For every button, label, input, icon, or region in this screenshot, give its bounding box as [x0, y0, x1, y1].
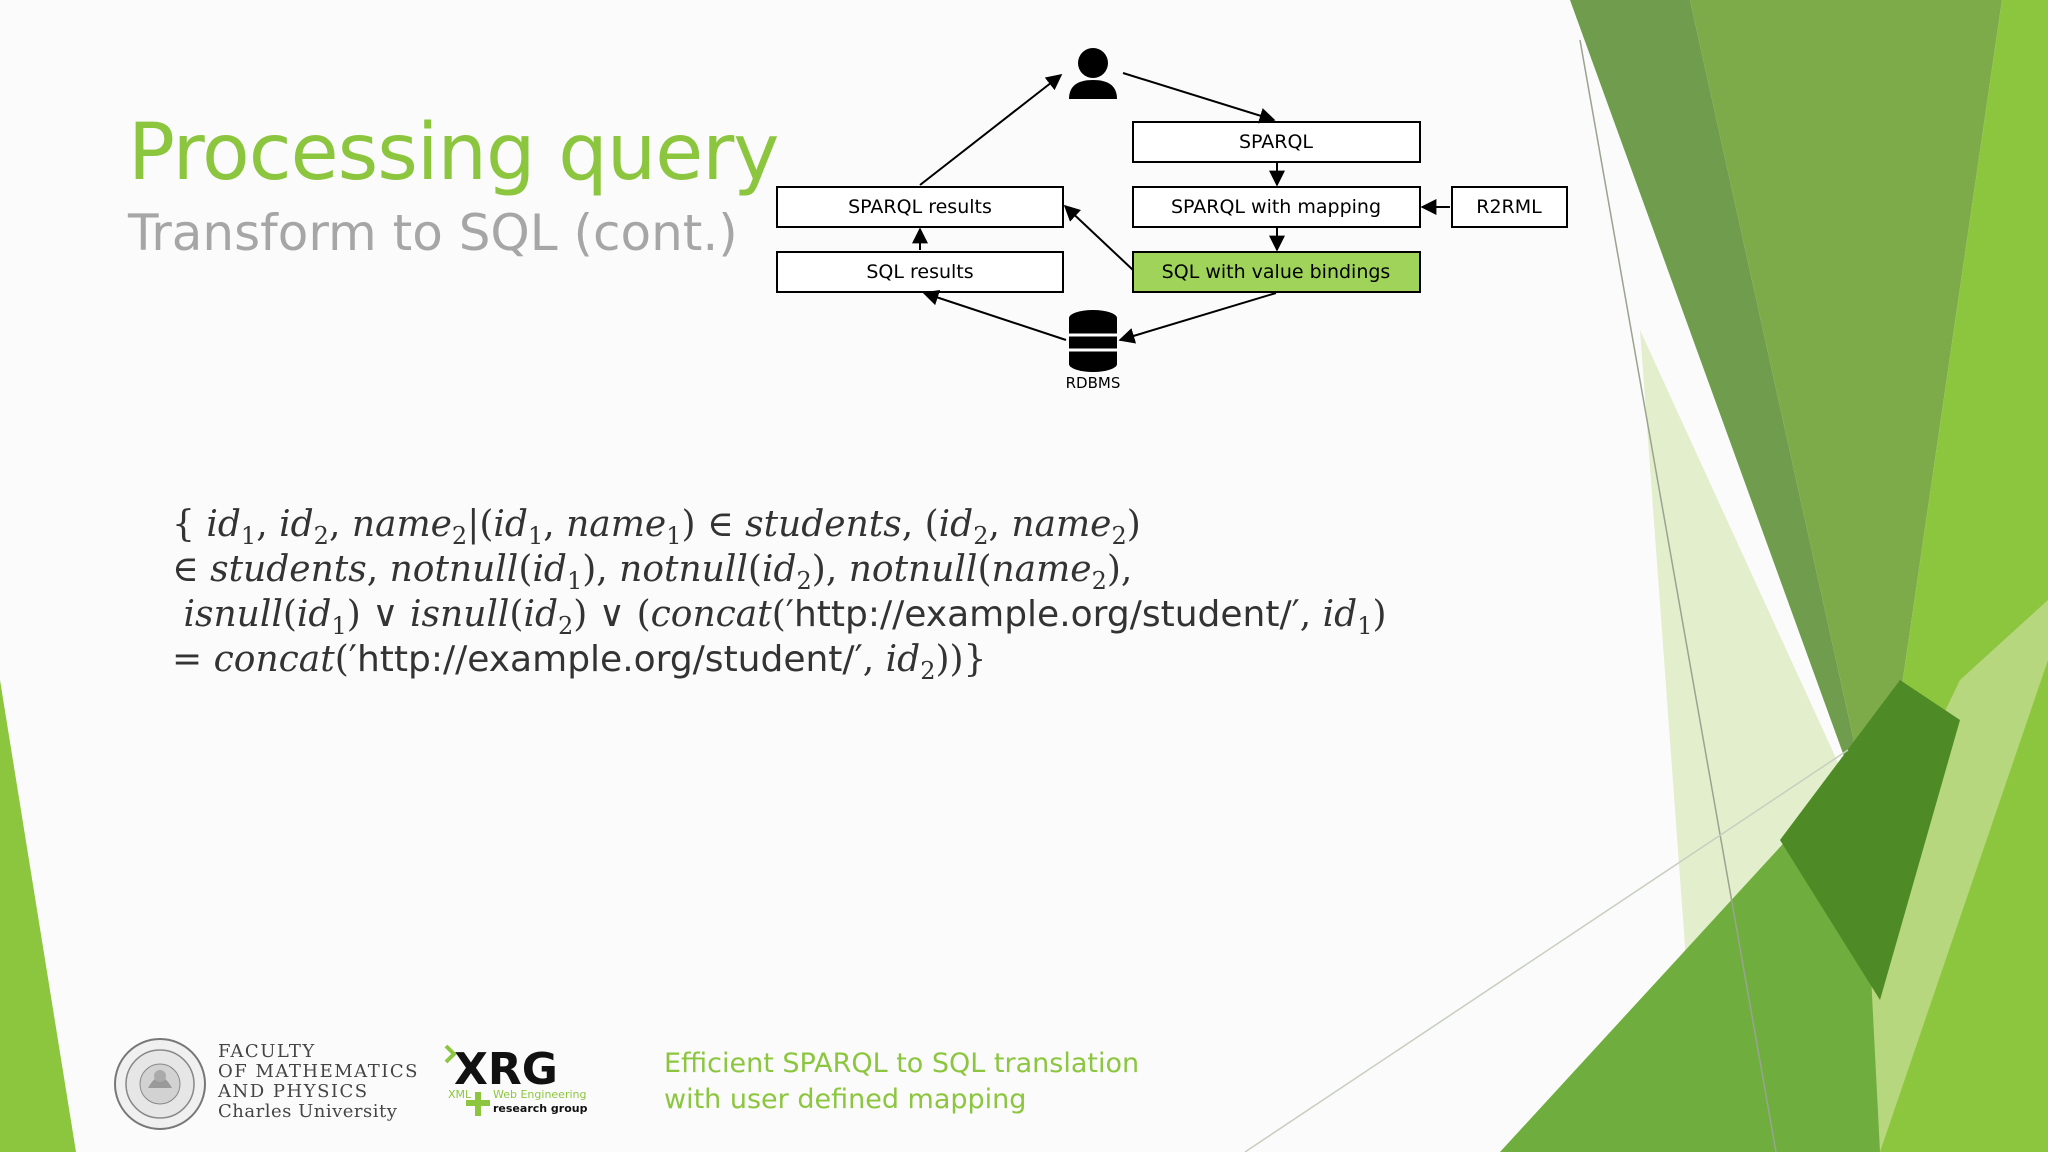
- formula-line-1: { id1, id2, name2|(id1, name1) ∈ student…: [172, 504, 1141, 550]
- deco-shape-mid-top: [1690, 0, 2002, 850]
- formula-url-2: http://example.org/student/: [356, 639, 855, 680]
- xrg-logo-text: XRG: [454, 1044, 558, 1095]
- node-sql-results-label: SQL results: [866, 261, 973, 283]
- set-formula: { id1, id2, name2|(id1, name1) ∈ student…: [172, 502, 1472, 685]
- formula-line-4: = concat(′http://example.org/student/′, …: [172, 639, 987, 685]
- formula-url-1: http://example.org/student/: [793, 594, 1292, 635]
- deco-shape-dark-top: [1570, 0, 1878, 850]
- xrg-logo: XRG XML Web Engineering research group: [444, 1044, 588, 1116]
- rdbms-label: RDBMS: [1066, 374, 1121, 392]
- slide-title: Processing query: [128, 108, 779, 198]
- node-sql-with-value-bindings: SQL with value bindings: [1132, 251, 1421, 293]
- charles-university-seal-logo: [114, 1038, 206, 1130]
- xrg-logo-xml: XML: [448, 1088, 472, 1101]
- node-sparql-results: SPARQL results: [776, 186, 1064, 228]
- footer-caption-line-2: with user defined mapping: [664, 1084, 1027, 1115]
- faculty-line-4: Charles University: [218, 1101, 398, 1122]
- deco-shape-left: [0, 680, 76, 1152]
- faculty-line-2: OF MATHEMATICS: [218, 1061, 419, 1082]
- node-sql-bindings-label: SQL with value bindings: [1162, 261, 1391, 283]
- footer-caption: Efficient SPARQL to SQL translation with…: [664, 1046, 1139, 1118]
- node-r2rml-label: R2RML: [1476, 196, 1542, 218]
- node-sparql: SPARQL: [1132, 121, 1421, 163]
- slide-subtitle: Transform to SQL (cont.): [128, 204, 738, 262]
- formula-line-3: isnull(id1) ∨ isnull(id2) ∨ (concat(′htt…: [183, 594, 1387, 640]
- database-icon: [1069, 310, 1117, 372]
- node-sparql-results-label: SPARQL results: [848, 196, 992, 218]
- deco-line-1: [1579, 39, 1777, 1152]
- faculty-line-1: FACULTY: [218, 1041, 316, 1062]
- diagram-arrows: [912, 72, 1450, 344]
- node-sql-results: SQL results: [776, 251, 1064, 293]
- footer-caption-line-1: Efficient SPARQL to SQL translation: [664, 1048, 1140, 1079]
- faculty-name: FACULTY OF MATHEMATICS AND PHYSICS Charl…: [218, 1042, 419, 1122]
- node-r2rml: R2RML: [1451, 186, 1568, 228]
- user-icon: [1069, 48, 1117, 99]
- xrg-logo-research-group: research group: [493, 1102, 588, 1115]
- node-sparql-label: SPARQL: [1239, 131, 1313, 153]
- deco-shape-green-bottom: [1500, 760, 1880, 1152]
- deco-line-2: [1244, 749, 1849, 1152]
- faculty-line-3: AND PHYSICS: [218, 1081, 369, 1102]
- xrg-logo-web-engineering: Web Engineering: [493, 1088, 586, 1101]
- deco-shape-darkgreen: [1780, 680, 1960, 1000]
- node-sparql-mapping-label: SPARQL with mapping: [1171, 196, 1381, 218]
- deco-shape-corner: [1880, 660, 2048, 1152]
- node-sparql-with-mapping: SPARQL with mapping: [1132, 186, 1421, 228]
- formula-line-2: ∈ students, notnull(id1), notnull(id2), …: [172, 549, 1133, 595]
